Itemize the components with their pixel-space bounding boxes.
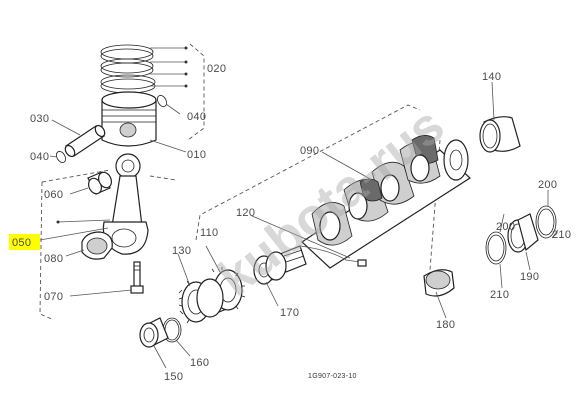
label-160[interactable]: 160 (190, 357, 209, 369)
connecting-rod (39, 153, 149, 255)
highlight-050 (9, 234, 40, 250)
label-080[interactable]: 080 (44, 253, 63, 265)
label-140[interactable]: 140 (482, 71, 501, 83)
label-090[interactable]: 090 (300, 145, 319, 157)
label-200-left[interactable]: 200 (496, 221, 515, 233)
crankshaft (279, 135, 471, 273)
figure-code: 1G907-023-10 (308, 373, 357, 380)
conrod-bearing (65, 231, 113, 260)
label-030[interactable]: 030 (30, 113, 49, 125)
label-200-right[interactable]: 200 (538, 179, 557, 191)
piston-pin (51, 119, 106, 158)
bearing-180 (423, 269, 455, 319)
group-brackets (39, 43, 441, 321)
label-130[interactable]: 130 (172, 245, 191, 257)
piston-rings (100, 44, 188, 94)
label-150[interactable]: 150 (164, 371, 183, 383)
label-190[interactable]: 190 (520, 271, 539, 283)
small-end-bushing (69, 171, 113, 195)
label-210-right[interactable]: 210 (552, 229, 571, 241)
bearing-140 (479, 81, 521, 153)
label-210-bottom[interactable]: 210 (490, 289, 509, 301)
label-040-left[interactable]: 040 (30, 151, 49, 163)
label-050[interactable]: 050 (12, 237, 31, 249)
thrust-washers-200-210 (485, 190, 559, 289)
label-180[interactable]: 180 (436, 319, 455, 331)
label-020[interactable]: 020 (207, 63, 226, 75)
conrod-bolt (69, 261, 144, 297)
label-120[interactable]: 120 (236, 207, 255, 219)
collar-170 (253, 251, 287, 307)
bushing-150 (139, 317, 169, 369)
sensor-wire (251, 215, 367, 267)
label-070[interactable]: 070 (44, 291, 63, 303)
label-060[interactable]: 060 (44, 189, 63, 201)
label-040-right[interactable]: 040 (187, 111, 206, 123)
label-170[interactable]: 170 (280, 307, 299, 319)
gear-110 (196, 245, 246, 318)
label-110[interactable]: 110 (200, 227, 218, 239)
piston (101, 91, 187, 153)
label-010[interactable]: 010 (187, 149, 206, 161)
circlips (49, 95, 181, 163)
